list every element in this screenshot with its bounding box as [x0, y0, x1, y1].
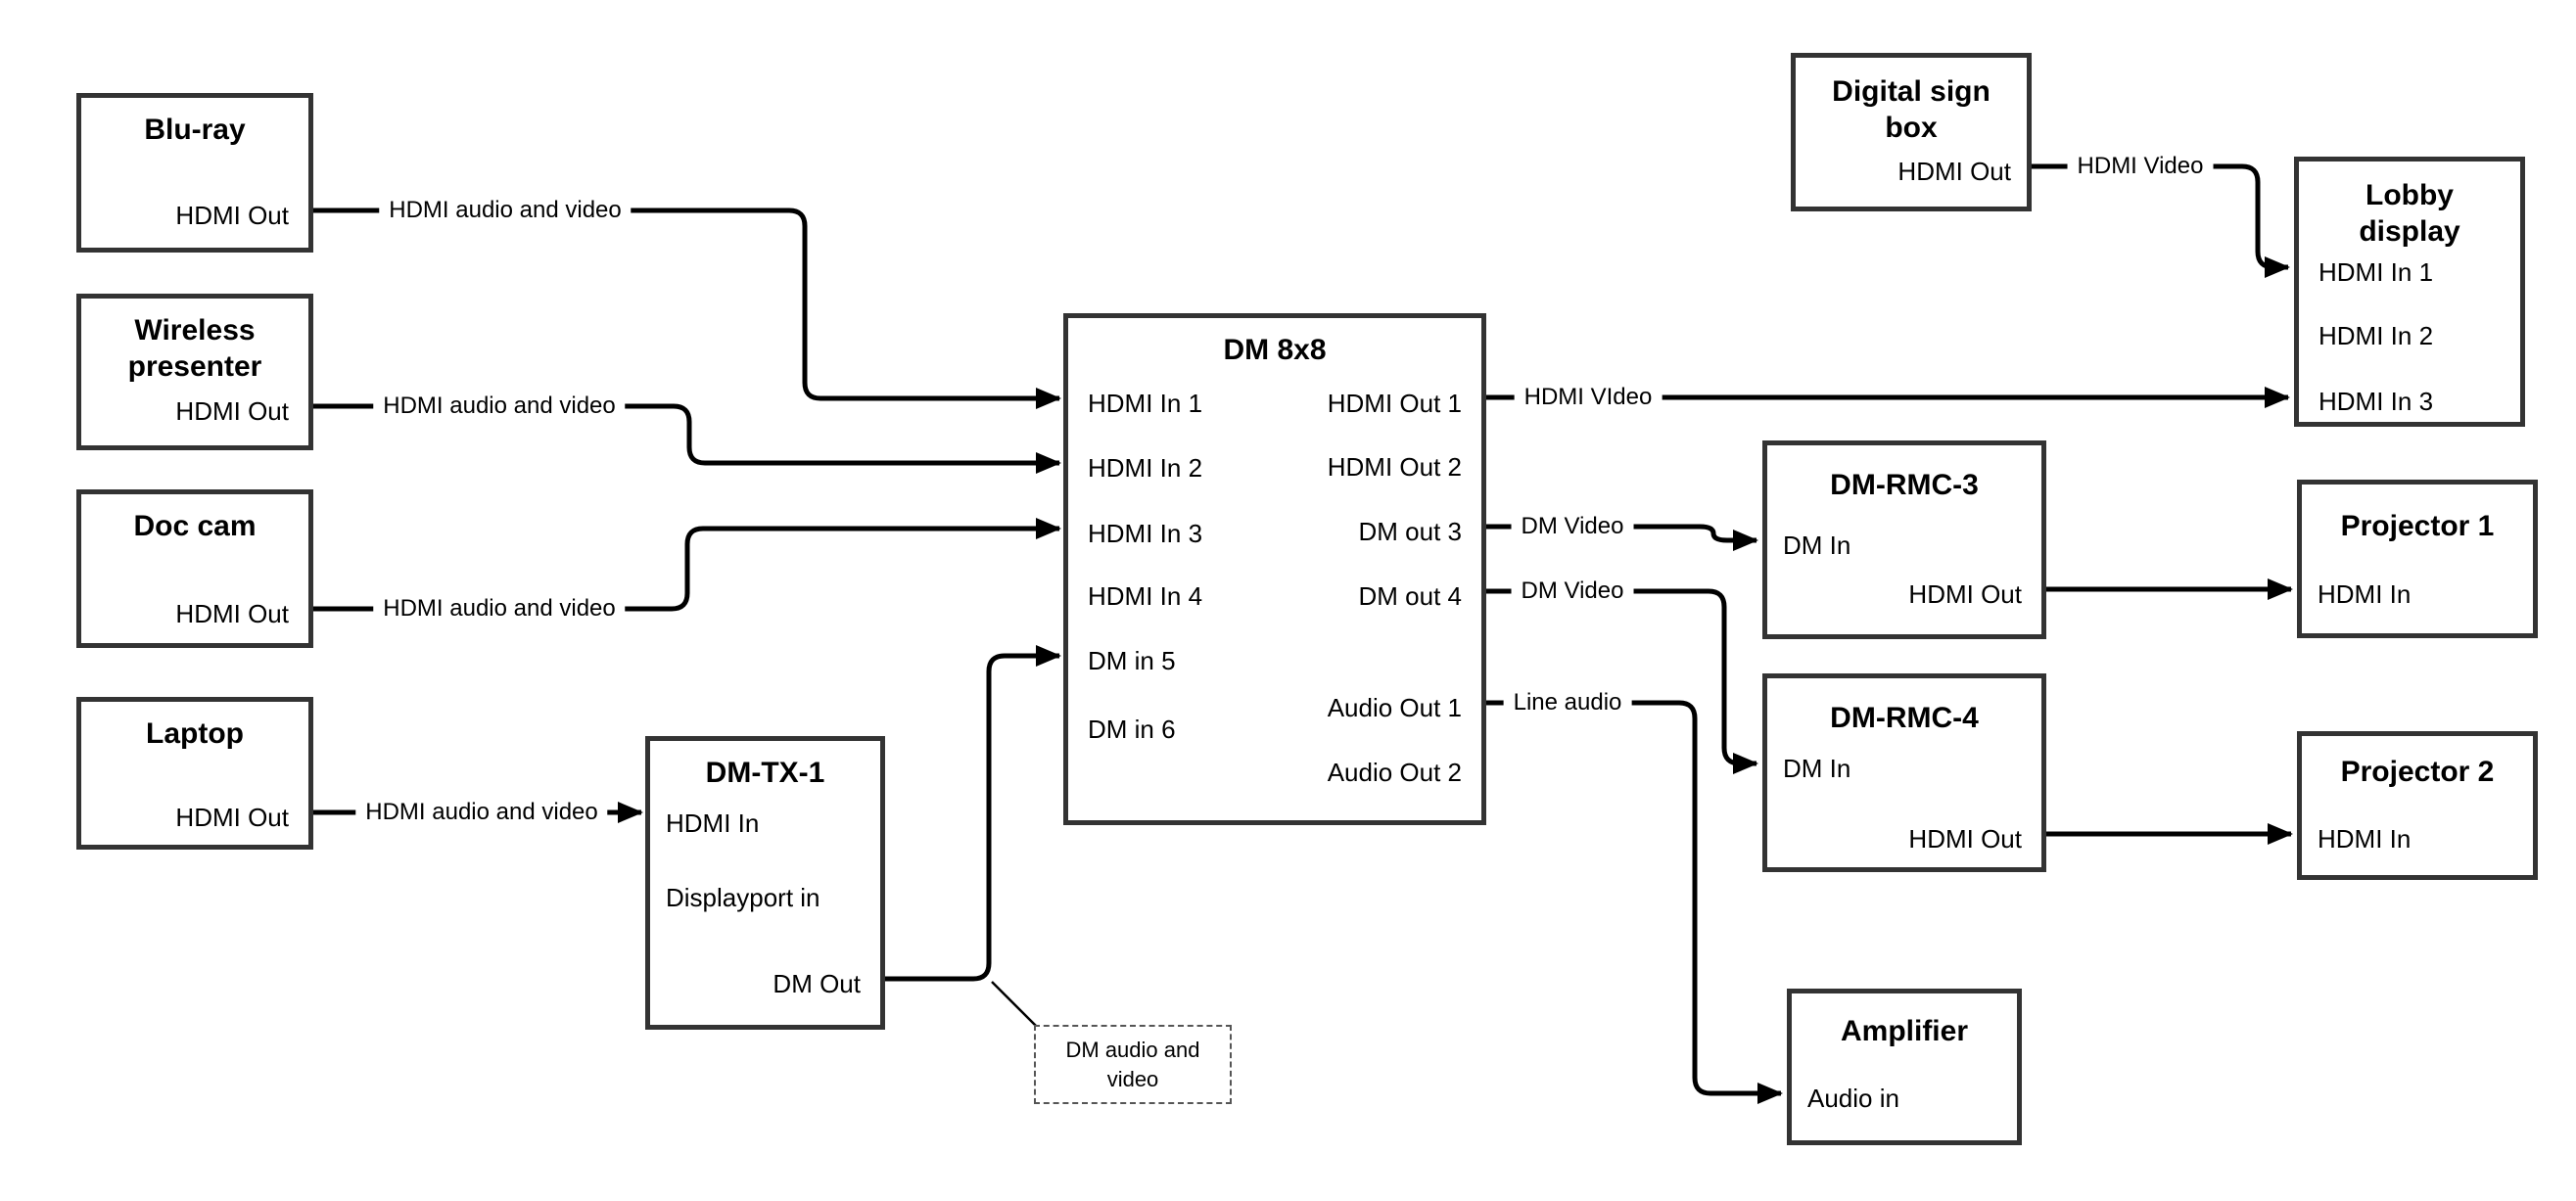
node-wireless-presenter: Wireless presenter HDMI Out [76, 294, 313, 450]
port-audio-in: Audio in [1807, 1084, 1899, 1113]
port-dm-out-4: DM out 4 [1358, 581, 1463, 611]
port-hdmi-out: HDMI Out [175, 803, 289, 832]
node-title: Digital sign box [1832, 75, 1991, 144]
port-hdmi-in-1: HDMI In 1 [1088, 389, 1203, 418]
node-dm-rmc-4: DM-RMC-4 DM In HDMI Out [1762, 673, 2046, 872]
cable-label-bluray: HDMI audio and video [379, 195, 632, 226]
node-bluray: Blu-ray HDMI Out [76, 93, 313, 253]
port-dm-in: DM In [1783, 754, 1851, 783]
node-title: Projector 1 [2340, 510, 2495, 542]
node-dm-8x8: DM 8x8 HDMI In 1 HDMI In 2 HDMI In 3 HDM… [1063, 313, 1486, 825]
cable-label-hdmi-video-out1: HDMI VIdeo [1514, 382, 1663, 413]
port-audio-out-1: Audio Out 1 [1327, 693, 1462, 722]
port-hdmi-in-3: HDMI In 3 [1088, 519, 1203, 548]
cable-label-wireless: HDMI audio and video [373, 391, 626, 422]
cable-label-dm-video-out4: DM Video [1511, 576, 1634, 607]
port-hdmi-in: HDMI In [666, 808, 760, 838]
cable-label-dm-video-out3: DM Video [1511, 511, 1634, 542]
port-hdmi-in-2: HDMI In 2 [1088, 453, 1203, 483]
port-hdmi-out-1: HDMI Out 1 [1327, 389, 1462, 418]
node-title: DM-RMC-3 [1830, 469, 1979, 501]
cable-label-laptop: HDMI audio and video [355, 797, 608, 828]
port-hdmi-in-2: HDMI In 2 [2318, 321, 2434, 350]
port-hdmi-out: HDMI Out [175, 201, 289, 230]
node-dm-tx-1: DM-TX-1 HDMI In Displayport in DM Out [645, 736, 885, 1030]
cable-label-digital-sign: HDMI Video [2067, 151, 2214, 182]
port-hdmi-in-3: HDMI In 3 [2318, 387, 2434, 416]
port-hdmi-out-2: HDMI Out 2 [1327, 452, 1462, 482]
node-laptop: Laptop HDMI Out [76, 697, 313, 850]
node-title: DM-RMC-4 [1830, 702, 1979, 734]
node-projector-2: Projector 2 HDMI In [2297, 731, 2538, 880]
node-dm-rmc-3: DM-RMC-3 DM In HDMI Out [1762, 440, 2046, 639]
node-projector-1: Projector 1 HDMI In [2297, 480, 2538, 638]
port-hdmi-out: HDMI Out [1908, 824, 2022, 854]
cable-digitalsign-to-lobby-in1 [2032, 163, 2290, 278]
port-hdmi-in: HDMI In [2318, 824, 2412, 854]
node-title: Laptop [146, 717, 244, 750]
cable-wireless-to-dm8x8-in2 [313, 403, 1061, 474]
node-title: DM-TX-1 [705, 757, 825, 789]
port-hdmi-in: HDMI In [2318, 579, 2412, 609]
port-dm-out-3: DM out 3 [1358, 517, 1463, 546]
port-hdmi-in-1: HDMI In 1 [2318, 257, 2434, 287]
node-lobby-display: Lobby display HDMI In 1 HDMI In 2 HDMI I… [2294, 157, 2525, 427]
cable-dm8x8-audioout1-to-amplifier [1486, 700, 1783, 1104]
cable-bluray-to-dm8x8-in1 [313, 208, 1061, 409]
cable-label-doccam: HDMI audio and video [373, 593, 626, 624]
port-hdmi-out: HDMI Out [175, 396, 289, 426]
port-hdmi-out: HDMI Out [1897, 157, 2011, 186]
cable-label-line-audio: Line audio [1503, 687, 1632, 718]
port-hdmi-out: HDMI Out [175, 599, 289, 628]
cable-doccam-to-dm8x8-in3 [313, 518, 1061, 612]
port-displayport-in: Displayport in [666, 883, 820, 912]
note-leader-line [991, 981, 1037, 1027]
cable-dm8x8-out4-to-dmrmc4 [1486, 588, 1758, 774]
port-dm-in: DM In [1783, 531, 1851, 560]
port-hdmi-out: HDMI Out [1908, 579, 2022, 609]
cable-dm8x8-out3-to-dmrmc3 [1486, 524, 1758, 551]
port-dm-out: DM Out [773, 969, 861, 998]
node-doc-cam: Doc cam HDMI Out [76, 489, 313, 648]
node-title: Lobby display [2359, 179, 2460, 248]
node-title: DM 8x8 [1223, 334, 1327, 366]
node-title: Blu-ray [144, 114, 246, 146]
node-amplifier: Amplifier Audio in [1787, 989, 2022, 1145]
node-digital-sign-box: Digital sign box HDMI Out [1791, 53, 2032, 211]
node-title: Wireless presenter [127, 314, 262, 383]
port-dm-in-6: DM in 6 [1088, 715, 1176, 744]
port-dm-in-5: DM in 5 [1088, 646, 1176, 675]
port-audio-out-2: Audio Out 2 [1327, 758, 1462, 787]
note-dm-audio-video: DM audio and video [1034, 1025, 1232, 1104]
cable-dmtx1-to-dm8x8-in5 [885, 645, 1061, 982]
node-title: Amplifier [1840, 1015, 1969, 1047]
node-title: Doc cam [133, 510, 257, 542]
node-title: Projector 2 [2340, 756, 2495, 788]
port-hdmi-in-4: HDMI In 4 [1088, 581, 1203, 611]
